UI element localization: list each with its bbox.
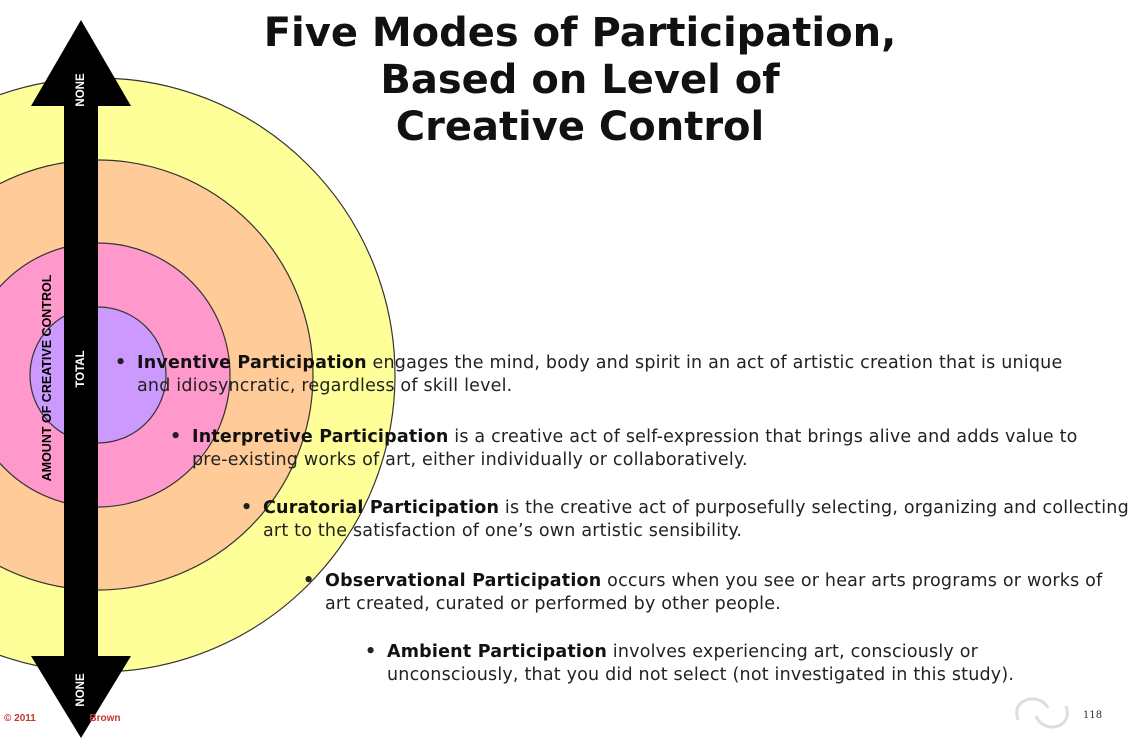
bullet-term: Observational Participation [325,571,602,591]
bullet-curatorial: • Curatorial Participation is the creati… [241,497,1129,543]
bullet-interpretive: • Interpretive Participation is a creati… [170,426,1092,472]
bullet-dot-icon: • [115,353,127,373]
axis-label-bottom-none: NONE [75,673,87,707]
bullet-term: Curatorial Participation [263,498,500,518]
bullet-observational: • Observational Participation occurs whe… [303,570,1130,616]
bullet-text: involves experiencing art, consciously o… [387,642,1015,685]
axis-label-side: AMOUNT OF CREATIVE CONTROL [40,274,54,482]
copyright-author: Brown [89,713,121,724]
bullet-dot-icon: • [365,642,377,662]
title-line-3: Creative Control [395,104,765,150]
bullet-inventive: • Inventive Participation engages the mi… [115,352,1097,398]
title-line-1: Five Modes of Participation, [263,10,897,56]
title-line-2: Based on Level of [380,57,780,103]
bullet-term: Interpretive Participation [192,427,449,447]
copyright-notice: © 2011 Brown [4,713,121,724]
axis-label-total: TOTAL [75,350,87,388]
page-number: 118 [1083,710,1103,721]
bullet-text: is a creative act of self-expression tha… [192,427,1078,470]
bullet-text: is the creative act of purposefully sele… [263,498,1129,541]
bullet-text: occurs when you see or hear arts program… [325,571,1103,614]
bullet-term: Ambient Participation [387,642,608,662]
bullet-ambient: • Ambient Participation involves experie… [365,641,1057,687]
copyright-text: © 2011 [4,713,36,724]
bullet-text: engages the mind, body and spirit in an … [137,353,1063,396]
bullet-dot-icon: • [303,571,315,591]
swirl-logo-icon [1015,697,1069,729]
creative-control-arrow [31,20,131,738]
axis-label-top-none: NONE [75,73,87,107]
bullet-dot-icon: • [170,427,182,447]
bullet-term: Inventive Participation [137,353,367,373]
bullet-dot-icon: • [241,498,253,518]
page-title: Five Modes of Participation, Based on Le… [200,10,960,151]
